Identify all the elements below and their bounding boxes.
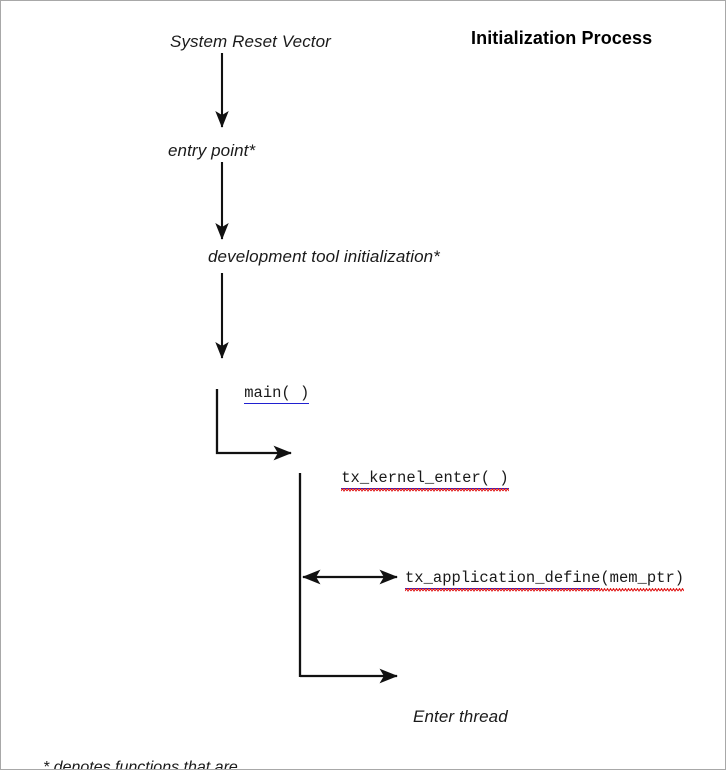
tx-application-define-argument: (mem_ptr)	[600, 569, 685, 592]
node-development-tool-initialization: development tool initialization*	[208, 247, 440, 266]
node-main[interactable]: main( )	[207, 365, 310, 422]
node-enter-thread-scheduling-loop: Enter thread scheduling loop	[413, 666, 533, 769]
main-link[interactable]: main( )	[244, 383, 310, 404]
enter-thread-scheduling-loop-line1: Enter thread	[413, 707, 508, 727]
page-title: Initialization Process	[471, 28, 653, 48]
node-system-reset-vector: System Reset Vector	[170, 32, 331, 51]
node-tx-application-define[interactable]: tx_application_define(mem_ptr)	[405, 569, 685, 592]
footnote-line-1: * denotes functions that are	[43, 759, 238, 770]
node-entry-point: entry point*	[168, 141, 256, 160]
tx-application-define-link[interactable]: tx_application_define	[405, 569, 601, 589]
footnote: * denotes functions that are development…	[43, 710, 238, 770]
tx-kernel-enter-spellcheck: tx_kernel_enter( )	[341, 468, 510, 492]
node-tx-kernel-enter[interactable]: tx_kernel_enter( )	[304, 450, 510, 507]
tx-kernel-enter-link[interactable]: tx_kernel_enter( )	[341, 468, 509, 489]
tx-application-define-spellcheck: tx_application_define	[405, 569, 601, 592]
